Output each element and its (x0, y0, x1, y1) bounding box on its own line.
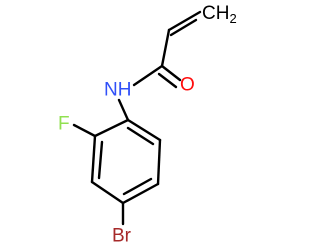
bond-ring-fluorine (72, 123, 97, 138)
bond-ch2-vinyl-outer (167, 10, 202, 32)
bond-ring-2 (90, 134, 97, 184)
bond-ch2-vinyl-inner (169, 18, 198, 37)
bond-ring-6 (126, 118, 162, 142)
atom-label-ch2: CH2 (202, 3, 237, 26)
bond-carbonyl-oxygen-1 (160, 64, 182, 82)
bond-carbonyl-oxygen-2 (157, 72, 178, 89)
bond-ring-inner-3 (126, 126, 155, 146)
bond-ring-4 (121, 182, 160, 205)
bond-ring-1 (93, 118, 130, 138)
atom-label-ch2-text: CH (202, 3, 229, 24)
bond-nitrogen-ring (117, 98, 130, 122)
bond-ring-inner-2 (122, 177, 153, 196)
atom-label-ch2-subscript: 2 (229, 11, 236, 26)
bond-ring-3 (90, 180, 125, 205)
bond-ring-inner-1 (97, 140, 104, 180)
bond-carbonyl-nitrogen (132, 64, 164, 87)
atom-label-oxygen: O (180, 75, 195, 96)
molecule-structure: CH2 NH O F Br (58, 3, 237, 247)
bond-ring-5 (156, 138, 162, 186)
atom-label-fluorine: F (58, 114, 70, 135)
atom-label-bromine: Br (112, 226, 132, 247)
structure-canvas: CH2 NH O F Br (58, 2, 237, 247)
atom-label-nitrogen: NH (104, 80, 131, 101)
bond-vinyl-carbonyl (160, 28, 171, 68)
